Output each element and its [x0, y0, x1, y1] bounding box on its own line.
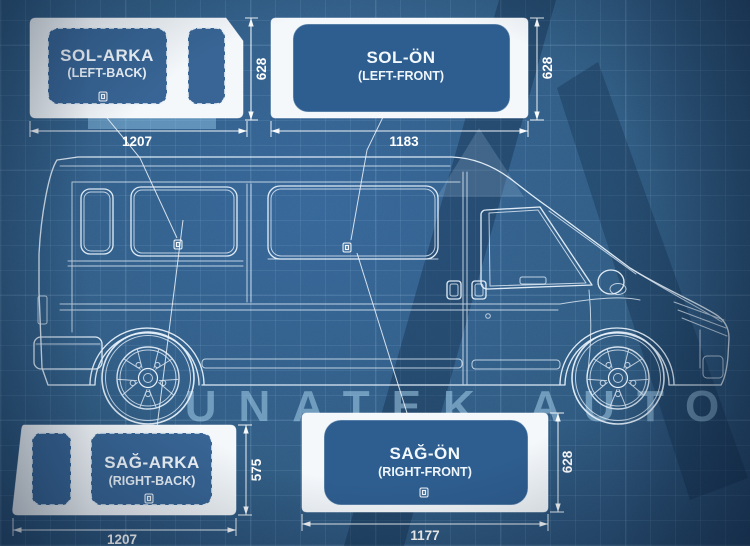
dim-value: 575 [249, 458, 264, 481]
logo-highlight-bar [88, 116, 216, 129]
glass-vent [187, 27, 226, 105]
panel-right-front-label: SAĞ-ÖN [390, 444, 461, 463]
window-marker-icon [342, 242, 352, 253]
dim-value: 628 [254, 57, 269, 80]
panel-left-front-sublabel: (LEFT-FRONT) [358, 69, 444, 83]
dim-value: 1177 [410, 528, 439, 543]
dim-value: 1183 [389, 134, 419, 149]
van-sliding-door-window [267, 185, 439, 260]
dim-left-front-width: 1183 [270, 121, 529, 149]
van-cab-door-handle [471, 280, 487, 300]
van-mid-window [130, 186, 238, 257]
van-detail-lines [59, 165, 728, 385]
van-rear-lamp [37, 295, 48, 325]
van-front-bumper-step [702, 355, 724, 379]
van-mid-window-inner [133, 189, 235, 254]
panel-left-front-label: SOL-ÖN [366, 48, 435, 67]
van-rocker-strip [201, 358, 463, 369]
panel-right-back-label: SAĞ-ARKA [104, 453, 200, 472]
van-rear-quarter-window [80, 188, 114, 255]
dim-right-back-width: 1207 [12, 518, 237, 546]
window-marker-icon [419, 487, 429, 498]
glass-panel-right-back: SAĞ-ARKA (RIGHT-BACK) 1207 575 [12, 424, 264, 546]
van-sliding-door-window-inner [270, 188, 436, 257]
van-mirror [597, 269, 625, 295]
van-door-trim-detail [519, 276, 547, 285]
glass-main [292, 23, 511, 113]
glass-main [323, 419, 529, 506]
glass-vent [31, 432, 72, 506]
glass-main [47, 27, 168, 105]
dim-right-front-height: 628 [550, 412, 575, 513]
glass-panel-left-front: SOL-ÖN (LEFT-FRONT) 1183 628 [270, 17, 555, 149]
panel-right-front-sublabel: (RIGHT-FRONT) [378, 465, 472, 479]
dim-value: 1207 [107, 532, 137, 546]
van-windows [80, 185, 593, 290]
dim-value: 628 [540, 56, 555, 79]
panel-left-back-sublabel: (LEFT-BACK) [67, 66, 146, 80]
dim-value: 1207 [122, 134, 152, 149]
dim-left-back-width: 1207 [29, 121, 248, 149]
van-cab-door-window-inner [488, 209, 587, 287]
panel-left-back-label: SOL-ARKA [60, 46, 154, 65]
dim-left-back-height: 628 [245, 17, 269, 121]
van-rear-bumper [33, 336, 103, 370]
glass-panel-right-front: SAĞ-ÖN (RIGHT-FRONT) 1177 628 [301, 412, 575, 543]
leader-line-right-front [356, 252, 413, 430]
glass-panel-left-back: SOL-ARKA (LEFT-BACK) 1207 628 [29, 17, 269, 149]
van-mirror-glass [609, 283, 627, 295]
van-keyhole [485, 313, 491, 319]
dim-value: 628 [560, 450, 575, 473]
logo-left-stroke [344, 0, 556, 546]
van-rear-quarter-window-inner [83, 191, 111, 252]
van-body-outline [38, 156, 730, 386]
dim-right-back-height: 575 [238, 424, 264, 516]
window-marker-icon [144, 493, 154, 504]
van-trims [33, 269, 724, 379]
glass-main [90, 432, 213, 506]
panel-right-back-sublabel: (RIGHT-BACK) [109, 474, 196, 488]
leader-line-right-back [154, 219, 184, 444]
van-cab-rocker-strip [471, 359, 561, 370]
van-illustration [33, 156, 730, 425]
van-cab-door-handle-inner [474, 283, 484, 297]
dim-left-front-height: 628 [530, 17, 555, 121]
van-sliding-door-handle [446, 280, 462, 300]
window-marker-icon [98, 91, 108, 102]
dim-right-front-width: 1177 [301, 514, 549, 543]
van-cab-door-window [480, 206, 593, 290]
van-sliding-door-handle-inner [449, 283, 459, 297]
